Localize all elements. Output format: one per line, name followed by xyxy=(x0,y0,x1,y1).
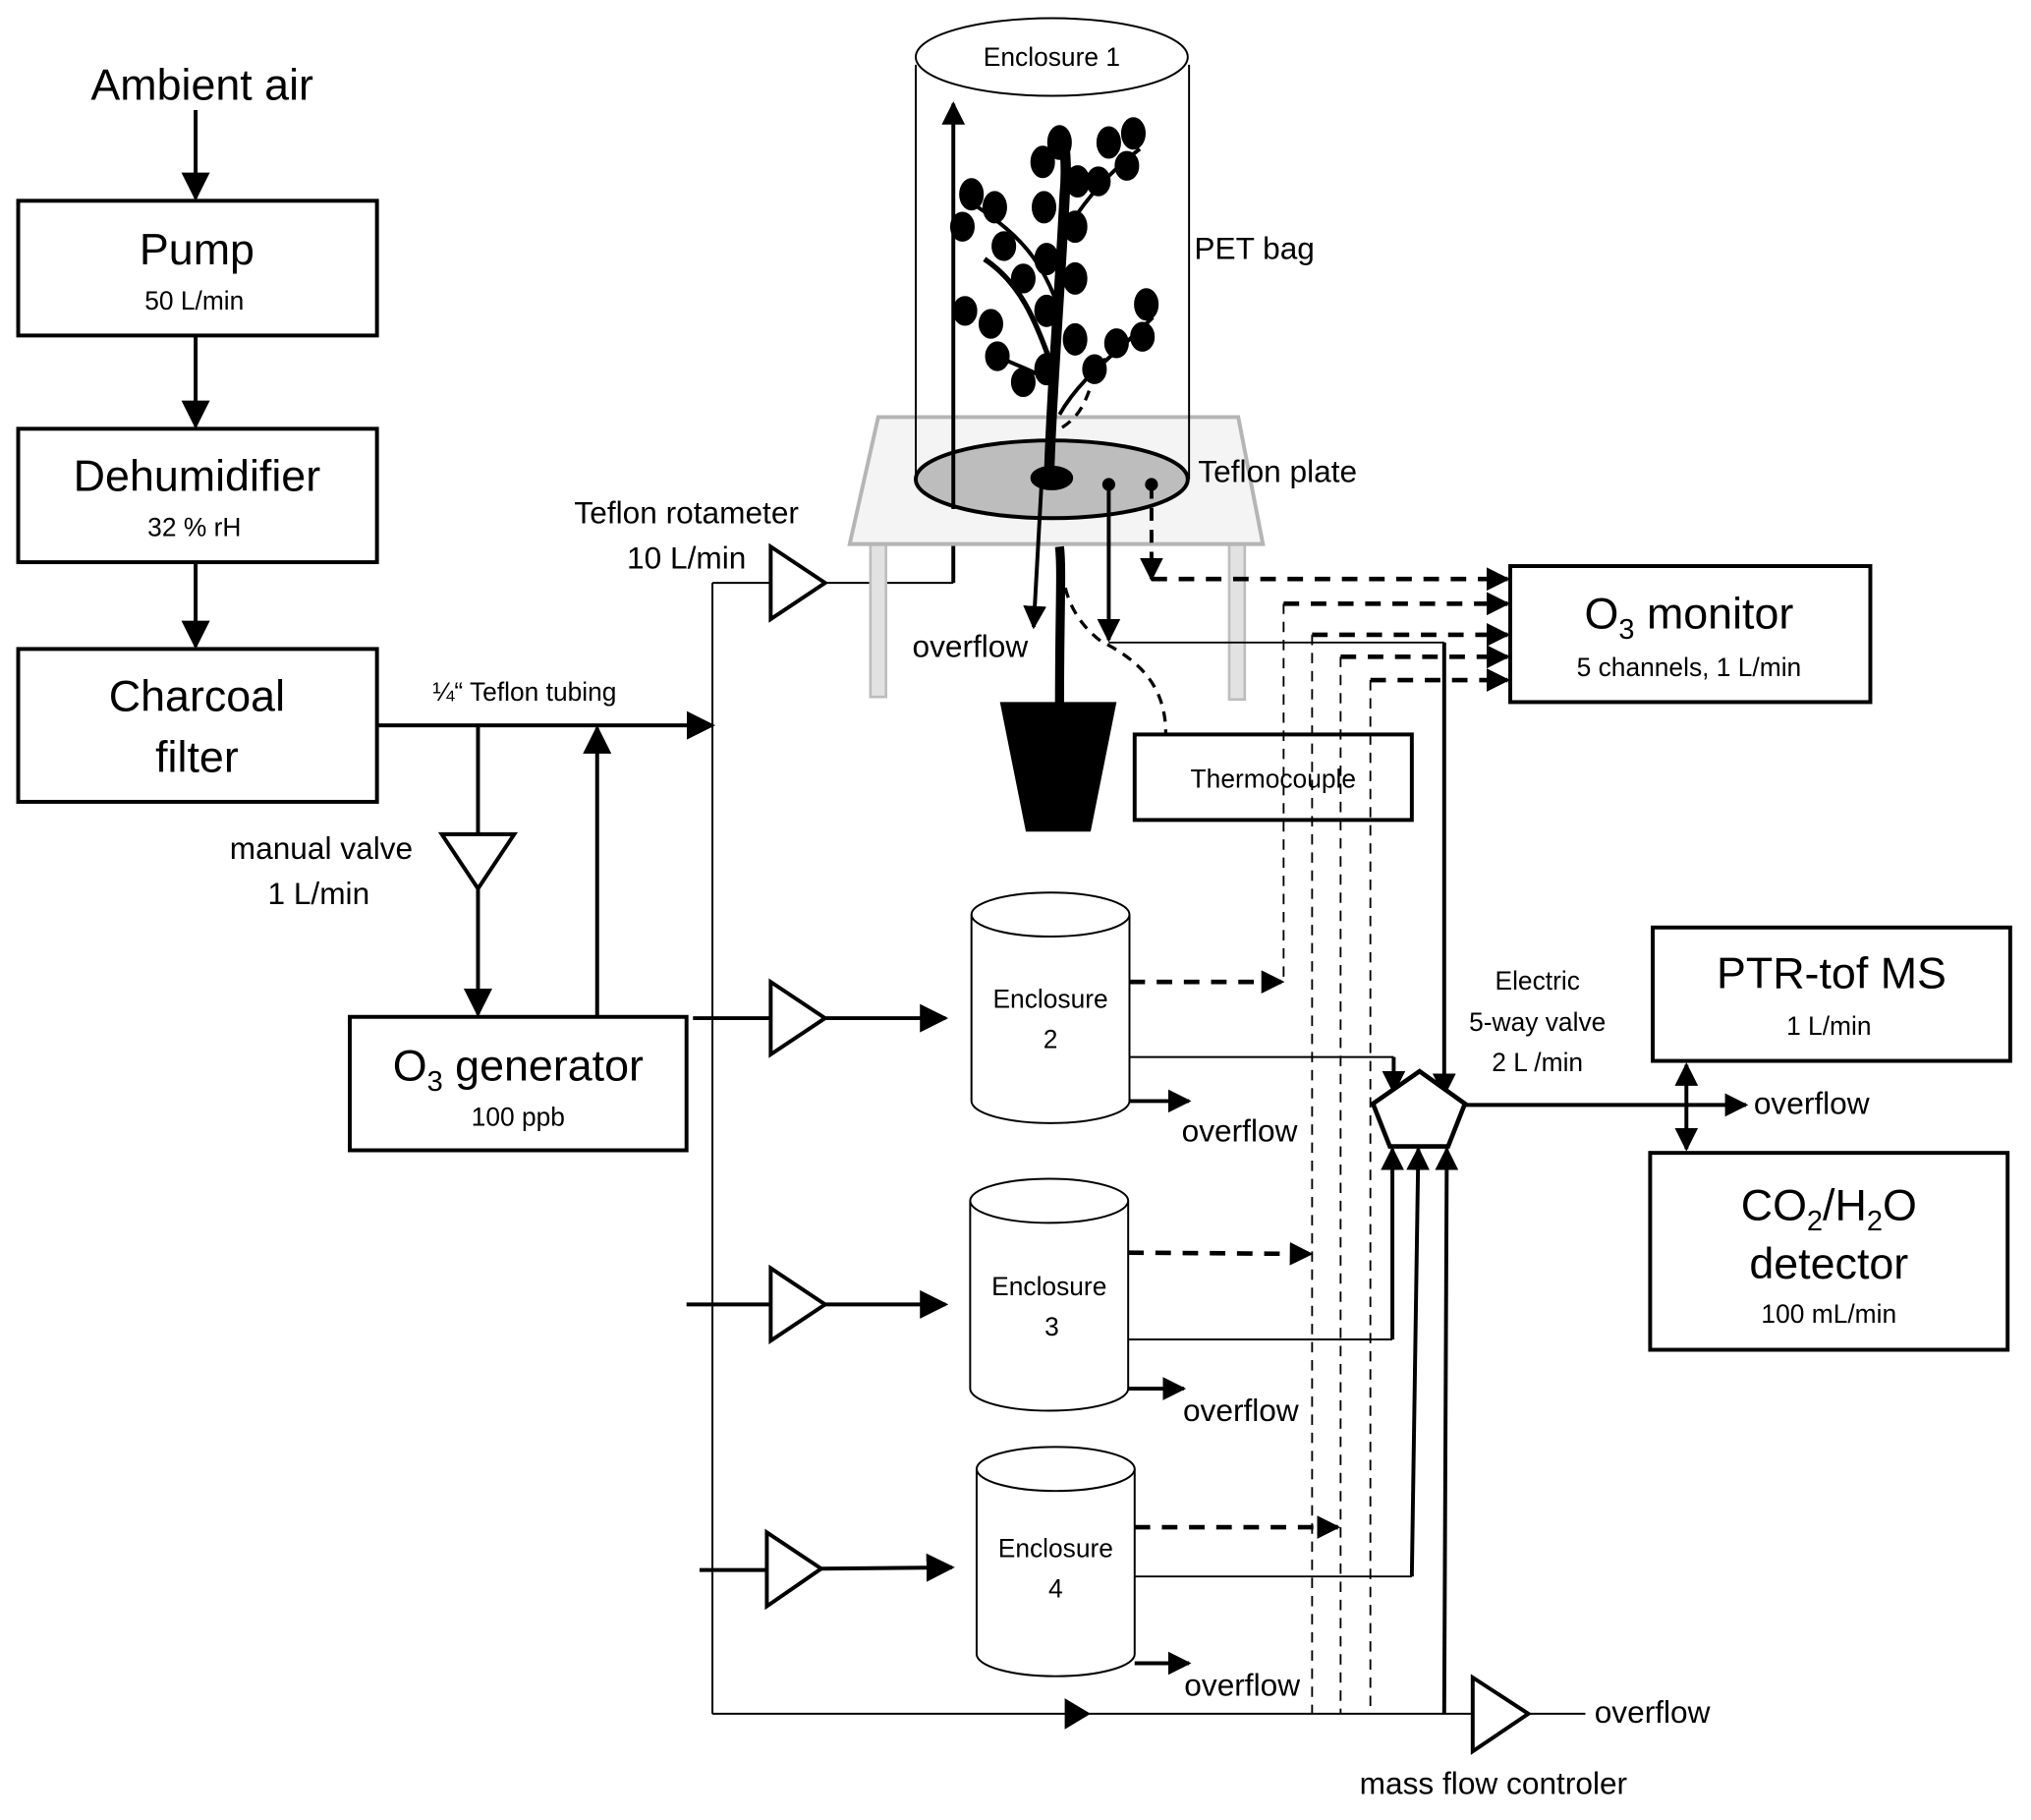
o3-generator-title: O3 generator xyxy=(393,1041,644,1098)
dehumidifier-box: Dehumidifier 32 % rH xyxy=(16,427,379,565)
enclosure4-line1: Enclosure xyxy=(998,1533,1113,1563)
plant-stem-lower xyxy=(1054,545,1066,707)
enclosure2-line2: 2 xyxy=(1044,1024,1058,1053)
pump-box: Pump 50 L/min xyxy=(16,199,379,338)
enclosure1-title: Enclosure 1 xyxy=(984,42,1120,72)
five-way-valve-line1: Electric xyxy=(1495,966,1580,995)
arrow-into-enclosure4 xyxy=(820,1553,955,1582)
mfc-overflow-label: overflow xyxy=(1595,1694,1711,1730)
enclosure2-overflow-label: overflow xyxy=(1182,1112,1298,1148)
charcoal-line1: Charcoal xyxy=(109,672,285,721)
detector-line2: detector xyxy=(1749,1239,1908,1288)
detector-title: CO2/H2O xyxy=(1741,1181,1917,1238)
thermocouple-wire xyxy=(1060,569,1168,734)
manual-valve-title: manual valve xyxy=(230,830,413,866)
o3-generator-box: O3 generator 100 ppb xyxy=(347,1014,689,1153)
bypass-arrow-icon xyxy=(1064,1698,1091,1730)
enclosure4-line2: 4 xyxy=(1048,1573,1063,1603)
enclosure2-cylinder xyxy=(970,891,1131,1124)
leaves xyxy=(949,117,1159,398)
pump-title: Pump xyxy=(140,225,254,274)
enclosure4-to-valve xyxy=(1406,1146,1430,1577)
rotameter-title: Teflon rotameter xyxy=(574,495,799,531)
co2-h2o-detector-box: CO2/H2O detector 100 mL/min xyxy=(1648,1151,2010,1352)
thermocouple-box: Thermocouple xyxy=(1132,732,1414,823)
valve-overflow-label: overflow xyxy=(1754,1086,1870,1121)
o3-monitor-title: O3 monitor xyxy=(1585,589,1794,646)
rotameter-3-icon[interactable] xyxy=(768,1264,829,1344)
five-way-valve-line2: 5-way valve xyxy=(1469,1007,1606,1037)
teflon-plate-label: Teflon plate xyxy=(1198,453,1357,488)
o3-monitor-value: 5 channels, 1 L/min xyxy=(1577,653,1802,682)
dehumidifier-value: 32 % rH xyxy=(147,513,241,542)
enclosure1-overflow-tube xyxy=(1023,485,1046,630)
ambient-air-label: Ambient air xyxy=(90,60,313,109)
plant-pot-icon xyxy=(999,702,1117,832)
detector-value: 100 mL/min xyxy=(1761,1299,1896,1329)
enclosure4-cylinder xyxy=(975,1446,1136,1678)
plant-icon xyxy=(949,117,1159,490)
outlet-port-2 xyxy=(1145,478,1158,491)
plant-stem-base xyxy=(1030,465,1074,490)
rotameter-2-icon[interactable] xyxy=(768,978,829,1058)
enclosure3-line1: Enclosure xyxy=(991,1272,1106,1301)
charcoal-line2: filter xyxy=(155,733,239,782)
manual-valve-value: 1 L/min xyxy=(267,876,369,911)
enclosure3-line2: 3 xyxy=(1044,1312,1059,1341)
ptr-title: PTR-tof MS xyxy=(1717,949,1946,998)
tubing-label: ¼“ Teflon tubing xyxy=(432,677,616,707)
enclosure3-o3-line xyxy=(1128,1241,1314,1266)
rotameter-icon[interactable] xyxy=(768,542,829,623)
rotameter-4-icon[interactable] xyxy=(764,1528,825,1611)
enclosure3-cylinder xyxy=(969,1177,1130,1412)
rotameter-value: 10 L/min xyxy=(627,540,746,576)
dehumidifier-title: Dehumidifier xyxy=(74,452,321,501)
five-way-valve-line3: 2 L /min xyxy=(1492,1048,1583,1077)
thermocouple-wire-enclosure1 xyxy=(1061,338,1118,429)
ptr-tof-ms-box: PTR-tof MS 1 L/min xyxy=(1651,925,2012,1063)
mfc-label: mass flow controler xyxy=(1360,1766,1627,1801)
five-way-valve-icon[interactable] xyxy=(1370,1068,1468,1149)
thermocouple-label: Thermocouple xyxy=(1191,764,1356,793)
enclosure4-overflow-label: overflow xyxy=(1184,1667,1300,1702)
enclosure3-overflow-label: overflow xyxy=(1183,1393,1299,1428)
manual-valve-icon[interactable] xyxy=(437,831,519,892)
o3-generator-value: 100 ppb xyxy=(472,1102,565,1131)
charcoal-filter-box: Charcoal filter xyxy=(16,647,379,804)
pet-bag-label: PET bag xyxy=(1194,231,1315,266)
ptr-value: 1 L/min xyxy=(1786,1011,1871,1041)
enclosure1-bag xyxy=(914,17,1191,521)
outlet-port-1 xyxy=(1101,478,1115,491)
o3-monitor-box: O3 monitor 5 channels, 1 L/min xyxy=(1508,564,1873,705)
enclosure1-overflow-label: overflow xyxy=(912,628,1028,663)
bypass-to-valve xyxy=(1435,1146,1459,1714)
mass-flow-controller-icon[interactable] xyxy=(1470,1674,1533,1755)
pump-value: 50 L/min xyxy=(144,286,244,315)
enclosure2-line1: Enclosure xyxy=(992,985,1107,1014)
